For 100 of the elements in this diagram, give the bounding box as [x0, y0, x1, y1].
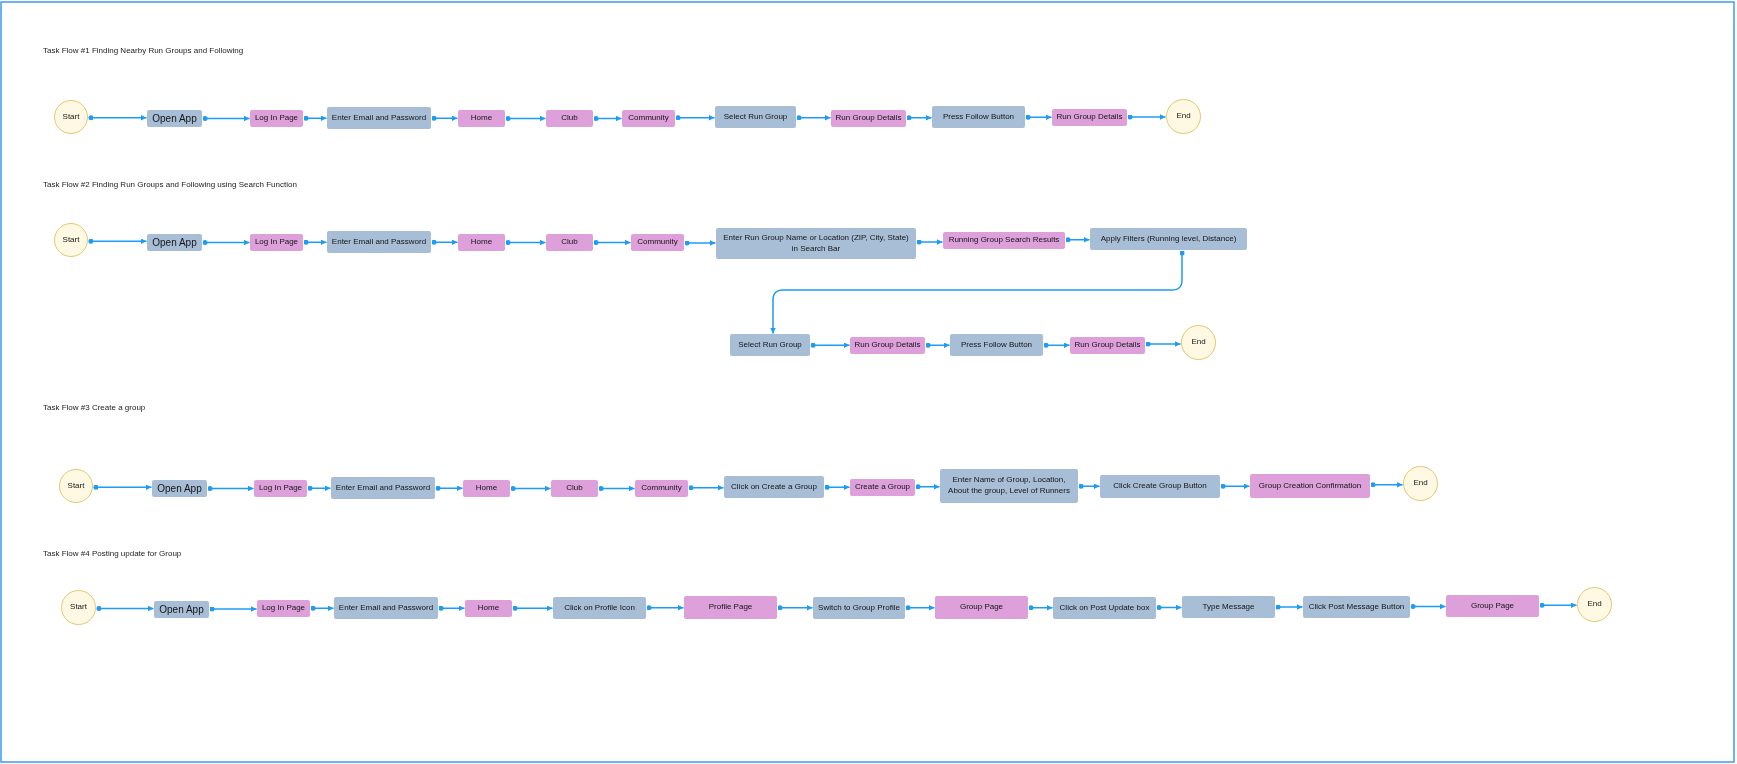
arrow: [593, 239, 632, 246]
action-box: [716, 228, 916, 259]
arrow: [1078, 483, 1101, 489]
step-label: Enter Name of Group, Location, About the group, Level of Runners: [947, 475, 1071, 497]
screen-box: [935, 596, 1028, 619]
arrow: [202, 239, 251, 246]
step-label: Click on Create a Group: [731, 481, 817, 493]
terminal-label: Start: [70, 602, 87, 613]
arrow: [1145, 341, 1182, 347]
action-box: [327, 107, 431, 129]
terminal-label: Start: [62, 234, 80, 246]
action-box: [940, 469, 1078, 503]
arrow: [96, 605, 155, 612]
arrow: [684, 240, 717, 246]
screen-box: [546, 110, 593, 127]
arrow: [303, 239, 328, 245]
arrow: [1275, 604, 1304, 610]
action-box: [724, 476, 824, 498]
arrow: [435, 485, 464, 491]
terminal-label: Start: [62, 111, 80, 123]
arrow: [688, 485, 725, 491]
screen-box: [635, 480, 688, 497]
screen-box: [250, 234, 303, 251]
screen-box: [254, 480, 307, 497]
action-box: [147, 110, 202, 127]
screen-box: [831, 110, 906, 127]
step-label: Profile Page: [708, 602, 753, 613]
arrow: [916, 239, 944, 245]
arrow: [207, 485, 255, 492]
step-label: Enter Email and Password: [338, 602, 434, 614]
terminal-circle: [59, 469, 93, 503]
arrow: [93, 484, 153, 490]
screen-box: [850, 479, 915, 496]
step-label: Enter Email and Password: [331, 112, 427, 124]
arrow: [796, 115, 832, 121]
step-label: Home: [470, 237, 493, 248]
arrow: [505, 239, 547, 246]
terminal-circle: [61, 590, 96, 625]
arrow: [310, 605, 335, 611]
step-label: Press Follow Button: [960, 339, 1033, 351]
arrow: [1028, 605, 1054, 611]
arrow: [1156, 604, 1183, 611]
action-box: [1182, 596, 1275, 618]
step-label: Home: [470, 113, 493, 124]
step-label: Home: [477, 603, 500, 614]
terminal-circle: [1577, 587, 1612, 622]
step-label: Club: [566, 483, 583, 494]
step-label: Open App: [157, 481, 202, 496]
screen-box: [1446, 595, 1539, 617]
screen-box: [546, 234, 593, 251]
arrow: [510, 485, 552, 492]
screen-box: [631, 234, 684, 251]
arrow: [1220, 483, 1251, 489]
step-label: Run Group Details: [835, 113, 902, 124]
arrow: [1539, 602, 1578, 608]
arrow: [431, 239, 459, 245]
step-label: Click on Profile Icon: [564, 602, 635, 614]
arrow: [88, 238, 148, 244]
screen-box: [463, 480, 510, 497]
arrow: [675, 115, 716, 121]
action-box: [331, 477, 435, 499]
arrow: [905, 605, 936, 611]
section-title: Task Flow #3 Create a group: [43, 403, 146, 413]
step-label: Enter Email and Password: [331, 236, 427, 248]
arrow: [1025, 114, 1053, 120]
action-box: [932, 106, 1025, 128]
screen-box: [1250, 474, 1370, 498]
arrow: [505, 115, 547, 122]
step-label: Run Group Details: [1074, 340, 1141, 351]
terminal-label: End: [1191, 337, 1206, 348]
action-box: [1090, 228, 1247, 250]
arrow: [824, 484, 851, 490]
action-box: [813, 597, 905, 619]
screen-box: [250, 110, 303, 127]
action-box: [1053, 597, 1156, 619]
step-label: Press Follow Button: [942, 111, 1015, 123]
arrow: [202, 115, 251, 122]
step-label: Click Post Message Button: [1308, 601, 1405, 613]
action-box: [327, 231, 431, 253]
step-label: Running Group Search Results: [948, 235, 1060, 246]
step-label: Create a Group: [854, 482, 911, 493]
terminal-circle: [1181, 325, 1216, 360]
terminal-label: Start: [67, 480, 85, 492]
section-title: Task Flow #1 Finding Nearby Run Groups and Following: [43, 46, 244, 56]
terminal-label: End: [1413, 478, 1428, 489]
arrow: [209, 606, 258, 612]
terminal-circle: [54, 223, 88, 257]
screen-box: [684, 596, 777, 619]
arrow: [593, 115, 623, 122]
step-label: Log In Page: [254, 237, 299, 248]
step-label: Apply Filters (Running level, Distance): [1100, 233, 1237, 245]
arrow: [915, 484, 941, 490]
action-box: [950, 334, 1043, 356]
arrow: [1065, 237, 1091, 243]
step-label: Type Message: [1202, 601, 1255, 613]
arrow: [303, 115, 328, 121]
step-label: Select Run Group: [723, 111, 788, 123]
action-box: [715, 106, 796, 128]
screen-box: [943, 232, 1065, 249]
arrow: [1043, 342, 1071, 348]
